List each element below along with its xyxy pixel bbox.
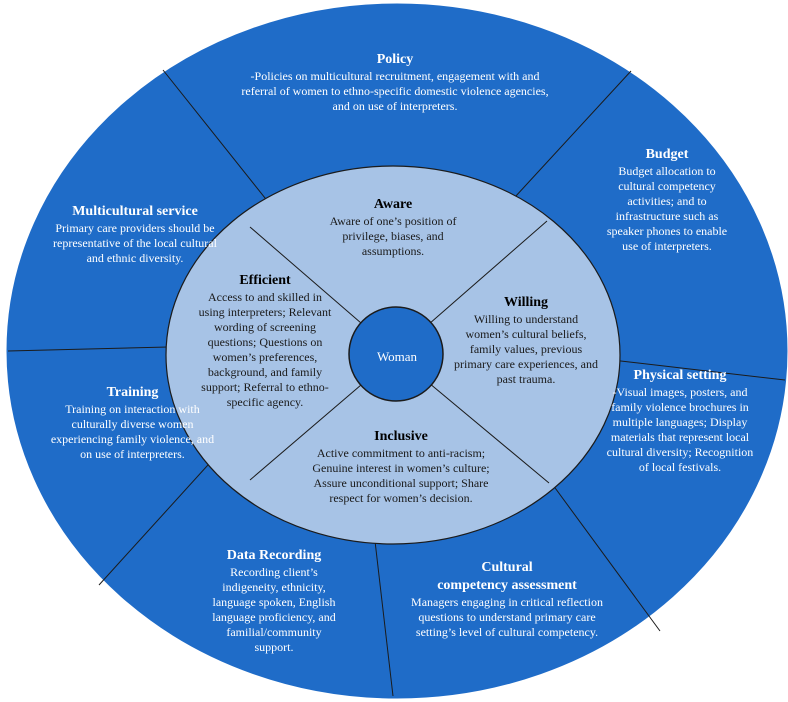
divider-budget-physical — [611, 359, 786, 381]
inclusive-title: Inclusive — [374, 429, 428, 444]
efficient-title: Efficient — [239, 273, 291, 288]
data-recording-text: Recording client’s indigeneity, ethnicit… — [212, 565, 336, 654]
training-text: Training on interaction with culturally … — [50, 402, 215, 461]
physical-setting-title: Physical setting — [633, 368, 727, 383]
multicultural-service-block: Multicultural service Primary care provi… — [45, 203, 225, 266]
cultural-assessment-title-2: competency assessment — [437, 578, 577, 593]
divider-aware-willing — [428, 220, 548, 325]
divider-willing-inclusive — [428, 382, 550, 484]
divider-policy-budget — [514, 70, 632, 198]
policy-block: Policy -Policies on multicultural recrui… — [235, 51, 555, 114]
divider-inclusive-efficient — [249, 384, 362, 481]
willing-block: Willing Willing to understand women’s cu… — [452, 294, 600, 387]
divider-multicultural-policy — [162, 69, 278, 214]
budget-block: Budget Budget allocation to cultural com… — [602, 146, 732, 254]
willing-text: Willing to understand women’s cultural b… — [454, 312, 598, 386]
efficient-block: Efficient Access to and skilled in using… — [197, 272, 333, 410]
center-circle — [348, 306, 444, 402]
cultural-assessment-title-1: Cultural — [481, 560, 533, 575]
inclusive-block: Inclusive Active commitment to anti-raci… — [309, 428, 493, 506]
data-recording-block: Data Recording Recording client’s indige… — [210, 547, 338, 655]
willing-title: Willing — [503, 295, 549, 310]
training-block: Training Training on interaction with cu… — [45, 384, 220, 462]
divider-assessment-data — [374, 540, 394, 697]
divider-training-multicultural — [7, 346, 169, 352]
budget-text: Budget allocation to cultural competency… — [606, 164, 728, 253]
physical-setting-text: -Visual images, posters, and family viol… — [606, 385, 754, 474]
efficient-text: Access to and skilled in using interpret… — [198, 290, 332, 409]
training-title: Training — [106, 385, 159, 400]
data-recording-title: Data Recording — [226, 548, 322, 563]
aware-block: Aware Aware of one’s position of privile… — [313, 196, 473, 259]
budget-title: Budget — [645, 147, 689, 162]
divider-data-training — [98, 443, 228, 586]
divider-physical-assessment — [549, 480, 661, 632]
center-label: Woman — [376, 349, 418, 364]
multicultural-service-text: Primary care providers should be represe… — [53, 221, 217, 265]
physical-setting-block: Physical setting -Visual images, posters… — [605, 367, 755, 475]
cultural-assessment-block: Cultural competency assessment Managers … — [402, 559, 612, 640]
cultural-assessment-text: Managers engaging in critical reflection… — [411, 595, 603, 639]
divider-efficient-aware — [249, 226, 362, 324]
policy-title: Policy — [376, 52, 414, 67]
aware-title: Aware — [373, 197, 413, 212]
multicultural-service-title: Multicultural service — [72, 204, 198, 219]
policy-text: -Policies on multicultural recruitment, … — [241, 69, 549, 113]
inclusive-text: Active commitment to anti-racism; Genuin… — [312, 446, 490, 505]
aware-text: Aware of one’s position of privilege, bi… — [329, 214, 457, 258]
